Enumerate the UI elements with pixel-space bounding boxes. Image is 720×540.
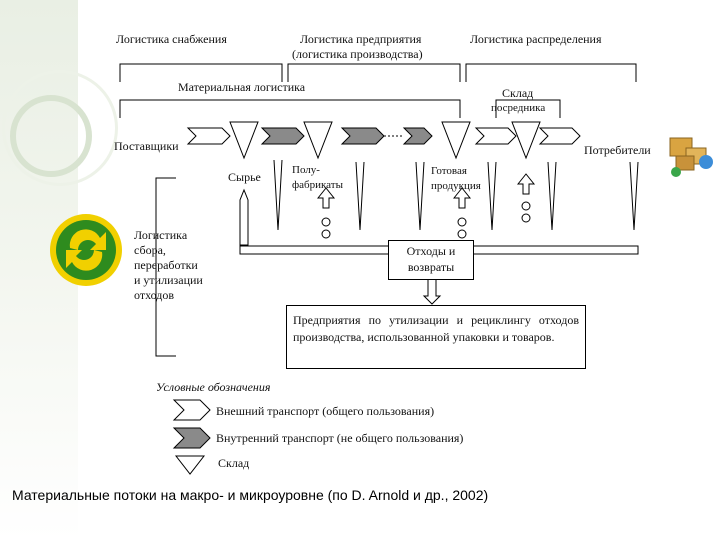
- legend-external-arrow: [172, 399, 211, 421]
- recycling-line: переработки: [134, 258, 198, 272]
- return-dot: [521, 213, 531, 223]
- legend-warehouse-triangle: [174, 455, 206, 475]
- label-consumers: Потребители: [584, 143, 651, 157]
- label-suppliers: Поставщики: [114, 139, 179, 153]
- label-semi-1: Полу-: [292, 164, 320, 176]
- label-recycling-logistics: Логистика сбора, переработки и утилизаци…: [134, 228, 203, 303]
- label-raw: Сырье: [228, 170, 261, 184]
- bracket-supply: [119, 63, 283, 82]
- recycling-line: и утилизации: [134, 273, 203, 287]
- legend-warehouse-label: Склад: [218, 456, 250, 470]
- recycling-line: отходов: [134, 288, 175, 302]
- bracket-material: [119, 99, 461, 118]
- spike-down: [273, 159, 283, 231]
- warehouse-triangle-intermediary: [511, 121, 541, 160]
- bracket-distribution: [465, 63, 637, 82]
- recycle-icon: [50, 214, 122, 286]
- internal-transport-arrow: [260, 127, 305, 145]
- label-finished-2: продукция: [431, 180, 481, 192]
- sidebar-ring-outer: [2, 70, 118, 186]
- bracket-enterprise: [287, 63, 461, 82]
- return-up-arrow: [316, 187, 336, 209]
- return-dot: [457, 217, 467, 227]
- recycling-line: сбора,: [134, 243, 166, 257]
- down-arrow-to-recycling: [422, 278, 442, 305]
- internal-transport-arrow: [402, 127, 433, 145]
- return-up-arrow: [516, 173, 536, 195]
- label-distribution-logistics: Логистика распределения: [470, 32, 602, 46]
- warehouse-triangle-semi: [303, 121, 333, 160]
- bracket-warehouse: [495, 99, 561, 118]
- legend-title: Условные обозначения: [156, 380, 271, 394]
- slide-caption: Материальные потоки на макро- и микроуро…: [12, 487, 489, 503]
- warehouse-triangle-finished: [441, 121, 471, 160]
- external-transport-arrow: [474, 127, 517, 145]
- label-enterprise-logistics: Логистика предприятия: [300, 32, 422, 46]
- return-dot: [457, 229, 467, 239]
- return-up-arrow: [452, 187, 472, 209]
- spike-up: [239, 188, 249, 246]
- legend-internal-label: Внутренний транспорт (не общего пользова…: [216, 431, 464, 445]
- legend-internal-arrow: [172, 427, 211, 449]
- waste-line-1: Отходы и: [406, 244, 456, 258]
- label-supply-logistics: Логистика снабжения: [116, 32, 227, 46]
- spike-down: [487, 161, 497, 231]
- label-warehouse: Склад: [502, 86, 534, 100]
- spike-down: [415, 161, 425, 231]
- spike-down: [629, 161, 639, 231]
- external-transport-arrow: [186, 127, 231, 145]
- label-semi-2: фабрикаты: [292, 179, 343, 191]
- recycling-enterprises-box: Предприятия по утилизации и рециклингу о…: [286, 305, 586, 369]
- legend-external-label: Внешний транспорт (общего пользования): [216, 404, 435, 418]
- recycling-line: Логистика: [134, 228, 188, 242]
- warehouse-triangle-raw: [229, 121, 259, 160]
- external-transport-arrow: [538, 127, 581, 145]
- spike-down: [355, 161, 365, 231]
- label-warehouse-intermediary: посредника: [491, 102, 546, 114]
- sidebar-ring-inner: [10, 95, 92, 177]
- spike-down: [547, 161, 557, 231]
- waste-line-2: возвраты: [407, 260, 455, 274]
- internal-transport-arrow: [340, 127, 385, 145]
- return-dot: [521, 201, 531, 211]
- return-dot: [321, 217, 331, 227]
- return-dot: [321, 229, 331, 239]
- label-material-logistics: Материальная логистика: [178, 80, 306, 94]
- bracket-recycling: [155, 177, 176, 357]
- boxes-icon: [669, 137, 713, 177]
- label-enterprise-sub: (логистика производства): [292, 47, 423, 61]
- label-finished-1: Готовая: [431, 165, 467, 177]
- waste-returns-box: Отходы и возвраты: [388, 240, 474, 280]
